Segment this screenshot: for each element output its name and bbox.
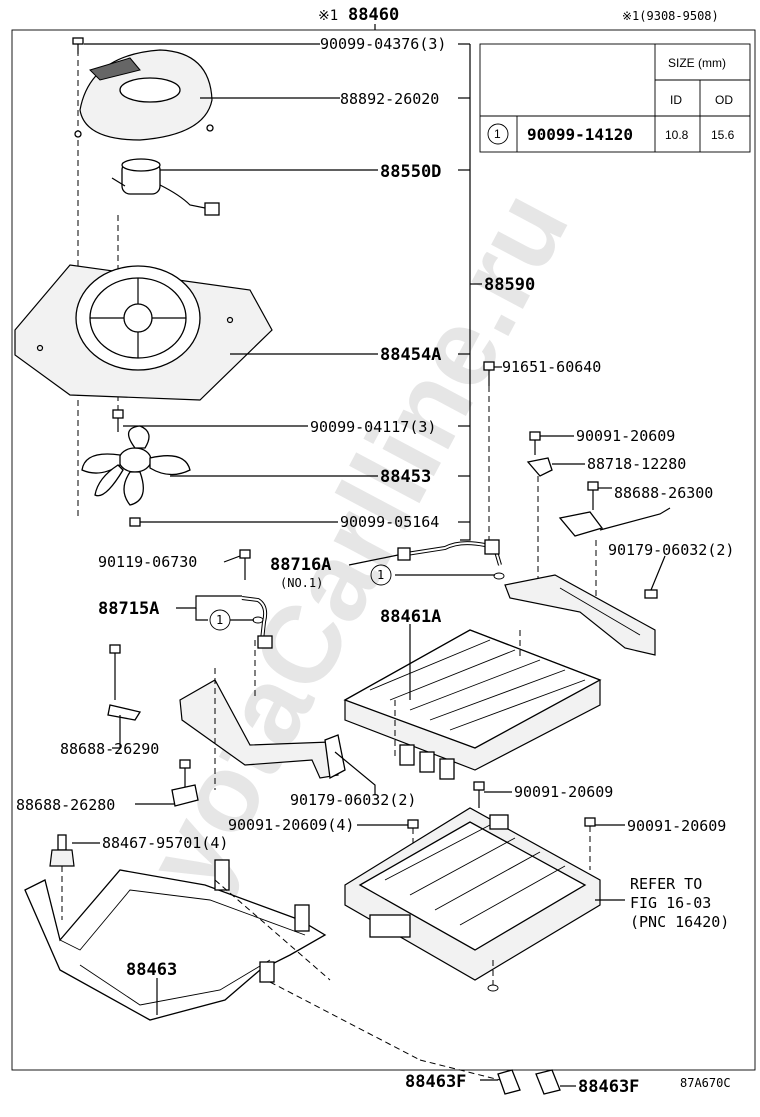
label-88688-26280: 88688-26280	[16, 796, 115, 814]
label-pnc-16420: (PNC 16420)	[630, 913, 729, 931]
clamp-88718-12280	[526, 457, 585, 477]
bolt-90091-20609-right	[584, 817, 596, 870]
size-table-ref: 1	[494, 127, 501, 141]
label-90119-06730: 90119-06730	[98, 553, 197, 571]
bolt-88688-26280	[171, 759, 199, 807]
label-88688-26290: 88688-26290	[60, 740, 159, 758]
oring-ref-88715A-label: 1	[216, 613, 223, 627]
size-table-col-od: OD	[715, 93, 733, 107]
clip-88463F-left	[497, 1069, 521, 1095]
label-88590: 88590	[484, 275, 535, 295]
pipe-88715A	[241, 596, 273, 649]
condenser-bracket-right	[504, 574, 656, 656]
label-88463F-right: 88463F	[578, 1077, 639, 1097]
label-88461A: 88461A	[380, 607, 441, 627]
label-90091-20609-qty4: 90091-20609(4)	[228, 816, 354, 834]
size-table-ref-circle	[487, 123, 509, 145]
screw-90099-04117	[112, 409, 124, 432]
label-88467-95701: 88467-95701(4)	[102, 834, 228, 852]
bracket-clip	[558, 511, 604, 537]
group-bracket-88590	[460, 44, 471, 541]
oring-ref-88716A-label: 1	[377, 568, 384, 582]
size-table-title: SIZE (mm)	[668, 56, 726, 70]
label-90099-05164: 90099-05164	[340, 513, 439, 531]
label-88716A: 88716A	[270, 555, 331, 575]
label-90091-20609-upper: 90091-20609	[576, 427, 675, 445]
nut-90179-06032-right	[644, 555, 666, 599]
date-note: ※1(9308-9508)	[622, 9, 719, 23]
pipe-88716A	[397, 539, 502, 566]
bolt-90119-06730	[239, 549, 251, 580]
label-90091-20609-middle: 90091-20609	[514, 783, 613, 801]
radiator-ref-fig-16-03	[344, 807, 601, 981]
condenser-bracket-left	[179, 679, 346, 780]
oring-ref-88716A	[370, 564, 392, 586]
screw-90099-04376	[72, 37, 84, 54]
fan-blade-88453	[81, 425, 191, 506]
support-frame-88463	[24, 859, 327, 1021]
title-part-number: 88460	[348, 5, 399, 25]
label-90091-20609-right: 90091-20609	[627, 817, 726, 835]
label-90099-04376: 90099-04376(3)	[320, 35, 446, 53]
size-table-part: 90099-14120	[527, 125, 633, 144]
label-refer-to: REFER TO	[630, 875, 702, 893]
diagram-frame	[11, 29, 756, 1071]
bolt-88688-26290	[107, 644, 142, 721]
size-table: SIZE (mm) ID OD 1 90099-14120 10.8 15.6	[479, 43, 751, 153]
label-91651-60640: 91651-60640	[502, 358, 601, 376]
label-88715A: 88715A	[98, 599, 159, 619]
bolt-88688-26300	[587, 481, 612, 510]
condenser-88461A	[343, 629, 602, 780]
screw-90099-05164	[129, 517, 141, 527]
size-table-od-value: 15.6	[711, 128, 735, 142]
diagram-code: 87A670C	[680, 1076, 731, 1090]
label-88550D: 88550D	[380, 162, 441, 182]
label-88718-12280: 88718-12280	[587, 455, 686, 473]
label-88454A: 88454A	[380, 345, 441, 365]
fan-cover-88892-26020	[74, 49, 214, 141]
size-table-col-id: ID	[670, 93, 682, 107]
bolt-90091-20609-middle	[473, 781, 485, 808]
label-90179-06032-right: 90179-06032(2)	[608, 541, 734, 559]
label-fig-16-03: FIG 16-03	[630, 894, 711, 912]
clip-88463F-right	[535, 1069, 561, 1095]
label-88688-26300: 88688-26300	[614, 484, 713, 502]
label-88453: 88453	[380, 467, 431, 487]
size-table-border	[479, 43, 751, 153]
label-90179-06032-left: 90179-06032(2)	[290, 791, 416, 809]
label-no1: (NO.1)	[280, 576, 323, 590]
label-90099-04117: 90099-04117(3)	[310, 418, 436, 436]
bolt-90091-20609-upper	[529, 431, 574, 455]
size-table-id-value: 10.8	[665, 128, 689, 142]
grommet-88467-95701	[49, 834, 75, 867]
title-mark: ※1	[318, 8, 338, 24]
label-88892-26020: 88892-26020	[340, 90, 439, 108]
fan-motor-88550D	[111, 158, 220, 216]
label-88463F-left: 88463F	[405, 1072, 466, 1092]
label-88463: 88463	[126, 960, 177, 980]
bolt-91651-60640	[483, 361, 502, 386]
fan-shroud-88454A	[14, 264, 273, 401]
